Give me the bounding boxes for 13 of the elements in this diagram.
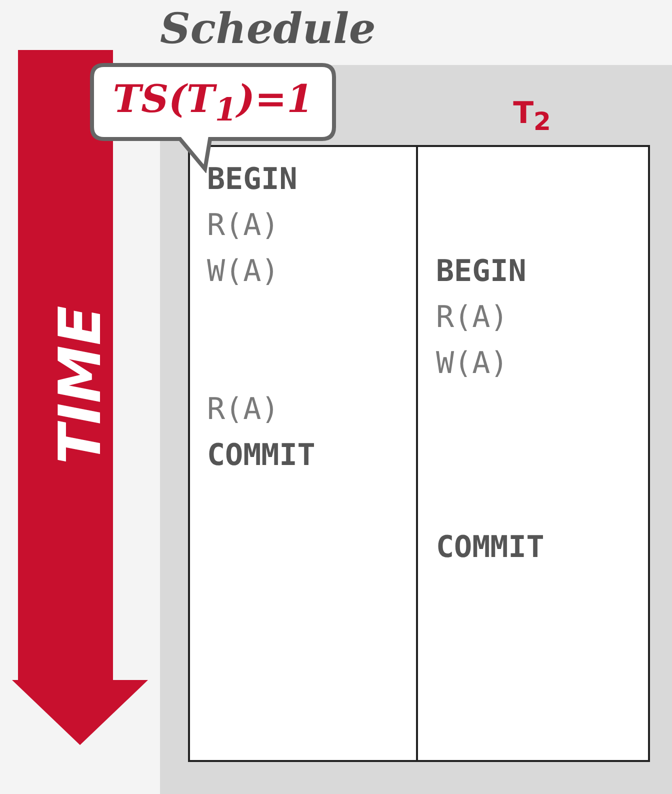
table-cell-text: R(A) (436, 300, 508, 336)
table-cell-text: W(A) (207, 254, 280, 290)
table-cell-text: COMMIT (207, 438, 316, 474)
table-cell-text: BEGIN (207, 162, 298, 198)
table-cell-text: COMMIT (436, 530, 544, 566)
table-cell-text: BEGIN (436, 254, 526, 290)
table-cell-text: R(A) (207, 392, 280, 428)
column-header: T$_{2}$ (512, 96, 552, 136)
table-cell-text: R(A) (207, 208, 280, 244)
axis-label: TIME (46, 306, 114, 464)
callout-text: TS(T$_{1}$)=1 (112, 75, 314, 131)
diagram-title: Schedule (160, 4, 376, 53)
table-cell-text: W(A) (436, 346, 508, 382)
